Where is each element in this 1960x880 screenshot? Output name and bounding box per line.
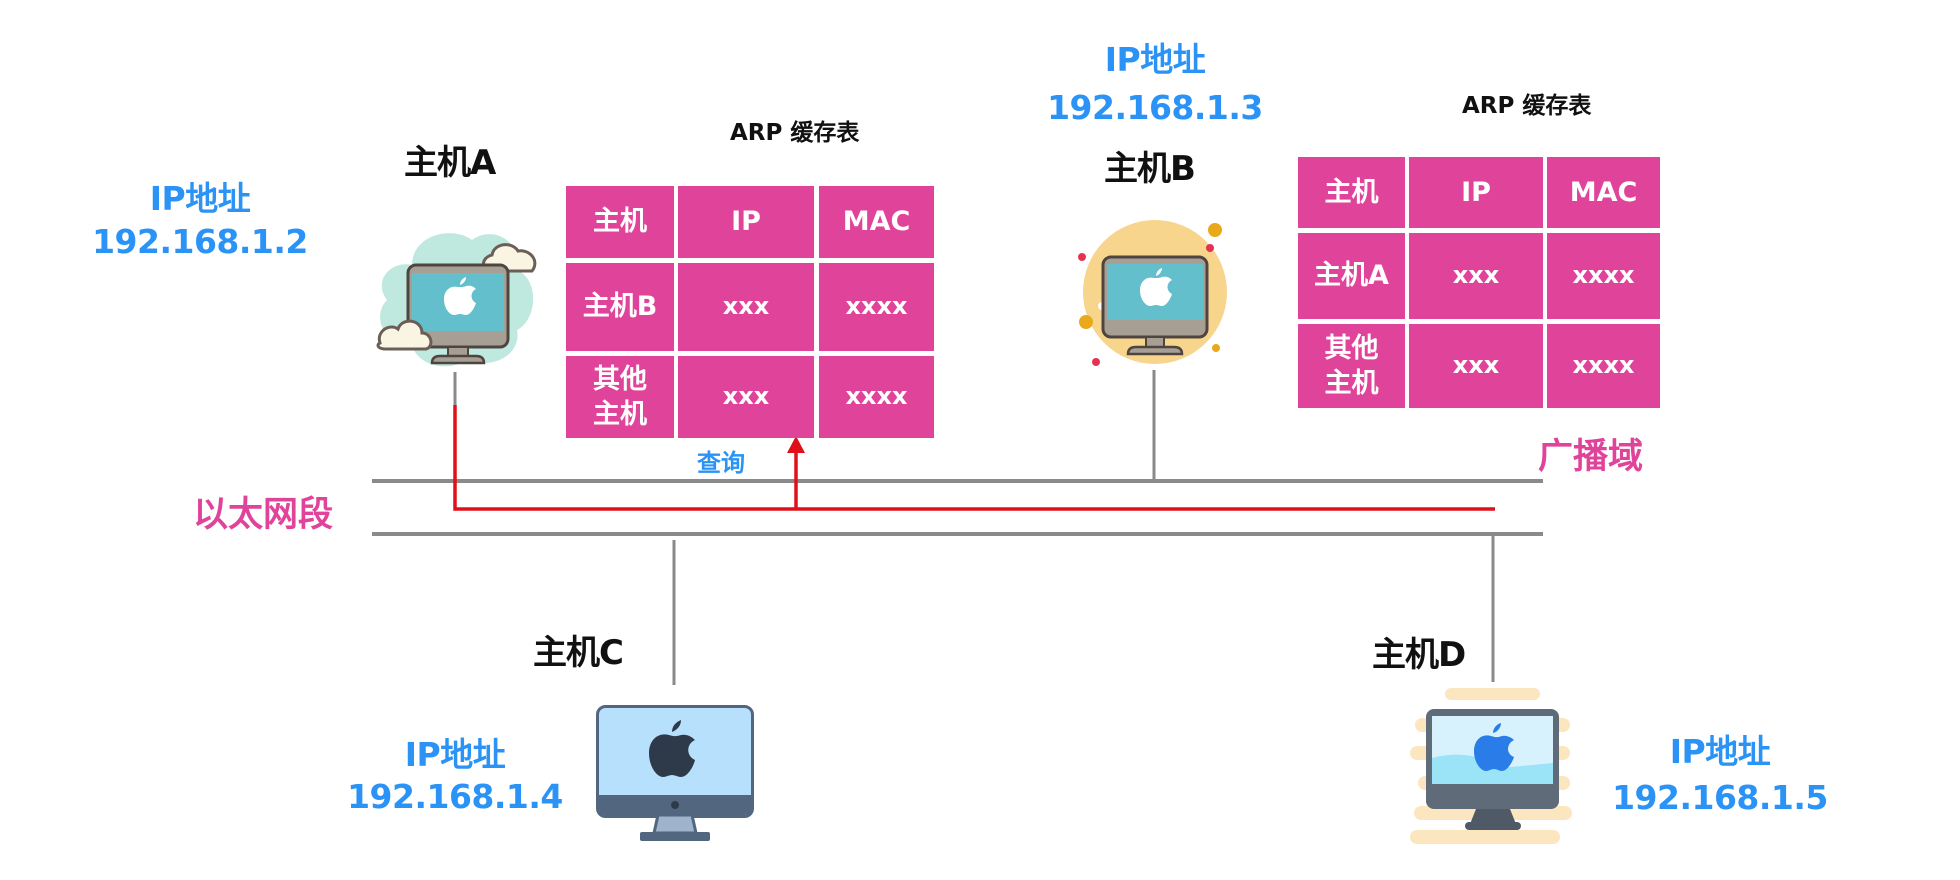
arp-table-a-title: ARP 缓存表 (730, 120, 860, 146)
table-cell-host: 其他 主机 (566, 356, 674, 438)
table-cell-mac: xxxx (1547, 233, 1660, 319)
table-cell-mac: xxxx (1547, 324, 1660, 408)
table-cell-mac: xxxx (819, 263, 934, 351)
segment-label: 以太网段 (193, 495, 334, 535)
arp-table-b-title: ARP 缓存表 (1462, 93, 1592, 119)
host-c-ip-label: IP地址 (404, 735, 506, 774)
table-cell-host: 主机B (566, 263, 674, 351)
table-cell-host: 主机A (1298, 233, 1405, 319)
table-cell-ip: xxx (1409, 233, 1543, 319)
host-a-ip-label: IP地址 (149, 179, 251, 218)
imac-blue-icon (1410, 688, 1572, 844)
monitor-circle-icon (1078, 220, 1227, 366)
monitor-cloud-icon (376, 233, 537, 367)
table-cell-ip: xxx (678, 263, 814, 351)
host-b-name: 主机B (1104, 149, 1196, 189)
arp-request-path (453, 405, 1495, 511)
host-d-name: 主机D (1372, 635, 1466, 675)
host-c-name: 主机C (533, 633, 624, 673)
host-a-name: 主机A (404, 143, 496, 183)
arp-table-b: 主机 IP MAC 主机A xxx xxxx 其他 主机 xxx xxxx (1298, 157, 1660, 408)
table-header-cell: MAC (819, 186, 934, 258)
host-d-ip: 192.168.1.5 (1612, 778, 1828, 817)
host-d-ip-label: IP地址 (1669, 732, 1771, 771)
arp-table-a: 主机 IP MAC 主机B xxx xxxx 其他 主机 xxx xxxx (566, 186, 934, 438)
query-label: 查询 (697, 449, 745, 477)
query-arrow-head (787, 436, 805, 453)
table-header-cell: IP (678, 186, 814, 258)
host-b-ip: 192.168.1.3 (1047, 88, 1263, 127)
table-header-cell: 主机 (566, 186, 674, 258)
imac-icon (596, 705, 754, 841)
table-cell-ip: xxx (678, 356, 814, 438)
table-header-cell: IP (1409, 157, 1543, 228)
host-b-ip-label: IP地址 (1104, 40, 1206, 79)
table-cell-host: 其他 主机 (1298, 324, 1405, 408)
host-a-ip: 192.168.1.2 (92, 222, 308, 261)
host-c-ip: 192.168.1.4 (347, 777, 563, 816)
table-cell-mac: xxxx (819, 356, 934, 438)
broadcast-domain-label: 广播域 (1538, 437, 1644, 477)
table-cell-ip: xxx (1409, 324, 1543, 408)
table-header-cell: 主机 (1298, 157, 1405, 228)
table-header-cell: MAC (1547, 157, 1660, 228)
